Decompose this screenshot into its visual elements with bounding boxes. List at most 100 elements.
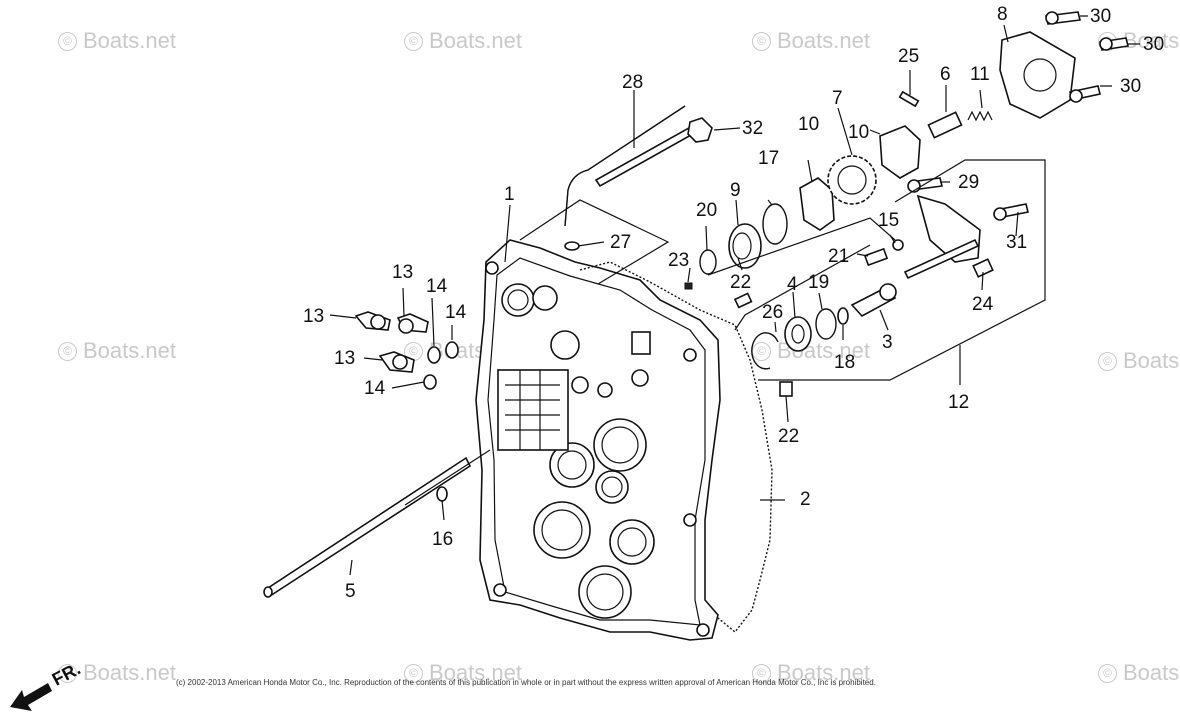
callout-20: 20 — [696, 200, 717, 221]
callout-23: 23 — [668, 250, 689, 271]
watermark: ©Boats.net — [1098, 348, 1180, 374]
pin-6 — [927, 111, 963, 139]
callout-30: 30 — [1143, 34, 1164, 55]
pin-24 — [972, 258, 994, 278]
callout-15: 15 — [878, 210, 899, 231]
ring-20 — [699, 249, 717, 275]
callout-25: 25 — [898, 46, 919, 67]
bolt-31 — [993, 203, 1029, 221]
shaft-5 — [263, 456, 472, 598]
spring-11 — [967, 110, 993, 122]
pin-23 — [684, 282, 693, 290]
callout-12: 12 — [948, 392, 969, 413]
callout-30: 30 — [1090, 6, 1111, 27]
callout-9: 9 — [730, 180, 741, 201]
callout-24: 24 — [972, 294, 994, 315]
gear-7 — [827, 155, 877, 205]
callout-5: 5 — [345, 581, 356, 602]
front-direction-arrow-icon — [10, 683, 52, 711]
copyright-icon: © — [404, 664, 423, 683]
callout-27: 27 — [610, 232, 631, 253]
watermark: ©Boats.net — [404, 28, 522, 54]
ring-17 — [762, 203, 788, 245]
callout-7: 7 — [832, 88, 843, 109]
rod — [903, 238, 980, 280]
dowel-22 — [779, 381, 793, 397]
callout-19: 19 — [808, 272, 829, 293]
plate-10 — [879, 125, 921, 179]
pin-25 — [898, 90, 920, 108]
callout-18: 18 — [834, 352, 855, 373]
washer-14 — [423, 374, 437, 390]
callout-17: 17 — [758, 148, 779, 169]
case-gasket — [579, 261, 773, 633]
bolt-30 — [1099, 37, 1129, 51]
callout-2: 2 — [800, 489, 811, 510]
bolt-30 — [1069, 85, 1101, 103]
watermark: ©Boats.net — [1098, 660, 1180, 686]
washer-15 — [892, 239, 904, 251]
callout-26: 26 — [762, 302, 783, 323]
bolt-13 — [354, 311, 391, 331]
bolt-13 — [378, 351, 415, 373]
snap-ring-26 — [751, 332, 779, 370]
seal-9 — [728, 223, 762, 269]
callout-21: 21 — [828, 246, 849, 267]
callout-8: 8 — [997, 4, 1008, 25]
copyright-icon: © — [58, 342, 77, 361]
copyright-icon: © — [1098, 664, 1117, 683]
callout-22: 22 — [730, 272, 751, 293]
bolt-32 — [594, 117, 713, 188]
watermark: ©Boats.net — [404, 660, 522, 686]
copyright-icon: © — [752, 342, 771, 361]
washer-14 — [427, 346, 441, 364]
callout-6: 6 — [940, 64, 951, 85]
ring-18 — [837, 307, 849, 325]
callout-10: 10 — [798, 114, 819, 135]
callout-14: 14 — [364, 378, 386, 399]
copyright-icon: © — [58, 664, 77, 683]
callout-3: 3 — [882, 332, 893, 353]
dowel-22 — [733, 292, 753, 309]
copyright-icon: © — [1098, 352, 1117, 371]
cover-8 — [999, 31, 1076, 119]
washer-14 — [445, 341, 459, 359]
callout-22: 22 — [778, 426, 799, 447]
copyright-icon: © — [404, 32, 423, 51]
watermark: ©Boats.net — [58, 338, 176, 364]
copyright-notice: (c) 2002-2013 American Honda Motor Co., … — [176, 678, 876, 687]
callout-1: 1 — [504, 184, 515, 205]
callout-13: 13 — [392, 262, 413, 283]
pin-21 — [863, 247, 889, 267]
clip-27 — [564, 241, 580, 251]
plate-10 — [799, 177, 835, 231]
callout-13: 13 — [334, 348, 355, 369]
callout-29: 29 — [958, 172, 979, 193]
bolt-30 — [1045, 11, 1081, 25]
ring-19 — [815, 308, 837, 340]
callout-31: 31 — [1006, 232, 1027, 253]
callout-10: 10 — [848, 122, 869, 143]
seal-4 — [784, 316, 812, 352]
watermark: ©Boats.net — [58, 660, 176, 686]
transmission-case — [475, 239, 721, 641]
callout-14: 14 — [426, 276, 448, 297]
copyright-icon: © — [752, 664, 771, 683]
callout-14: 14 — [445, 302, 467, 323]
callout-30: 30 — [1120, 76, 1141, 97]
callout-32: 32 — [742, 118, 763, 139]
bolt-29 — [907, 177, 943, 193]
watermark: ©Boats.net — [752, 660, 870, 686]
callout-11: 11 — [970, 64, 990, 85]
callout-28: 28 — [622, 72, 643, 93]
callout-13: 13 — [303, 306, 324, 327]
copyright-icon: © — [58, 32, 77, 51]
watermark: ©Boats.net — [752, 28, 870, 54]
washer-16 — [436, 486, 448, 502]
bolt-13 — [396, 313, 429, 334]
callout-4: 4 — [787, 274, 798, 295]
watermark: ©Boats.net — [58, 28, 176, 54]
callout-16: 16 — [432, 529, 453, 550]
copyright-icon: © — [752, 32, 771, 51]
